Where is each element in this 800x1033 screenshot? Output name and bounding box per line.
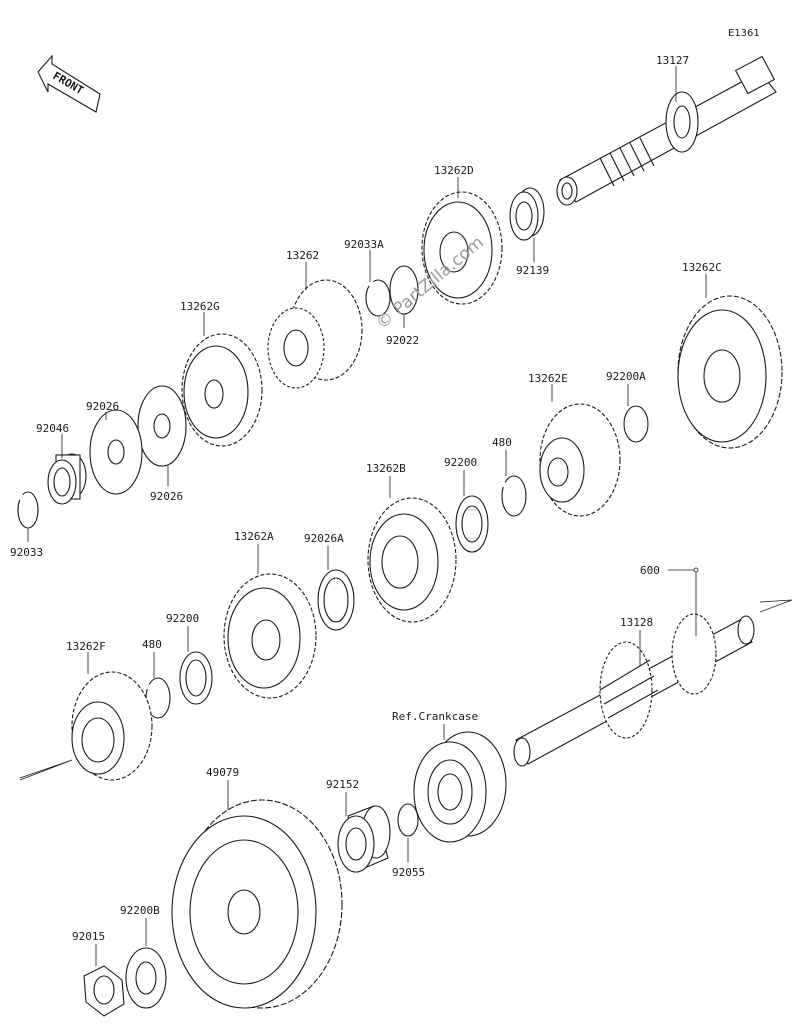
- leader-dot: [693, 567, 699, 573]
- diagram-code: E1361: [728, 28, 760, 39]
- label-13128[interactable]: 13128: [620, 616, 653, 629]
- front-arrow-icon: FRONT: [37, 54, 101, 113]
- washer-92200A[interactable]: [623, 405, 649, 443]
- washer-92200-low-hole: [185, 659, 207, 697]
- collar-92152[interactable]: [337, 805, 391, 873]
- label-92152[interactable]: 92152: [326, 778, 359, 791]
- label-92033A[interactable]: 92033A: [344, 238, 384, 251]
- shaft-13128[interactable]: [513, 613, 755, 767]
- label-92046[interactable]: 92046: [36, 422, 69, 435]
- label-ref-crankcase[interactable]: Ref.Crankcase: [392, 710, 478, 723]
- label-92026-top[interactable]: 92026: [86, 400, 119, 413]
- label-13262D[interactable]: 13262D: [434, 164, 474, 177]
- label-13262G[interactable]: 13262G: [180, 300, 220, 313]
- label-92139[interactable]: 92139: [516, 264, 549, 277]
- label-92033[interactable]: 92033: [10, 546, 43, 559]
- gear-13262G[interactable]: [181, 333, 263, 447]
- label-13262C[interactable]: 13262C: [682, 261, 722, 274]
- label-600[interactable]: 600: [640, 564, 660, 577]
- lock-washer-92200B[interactable]: [125, 947, 167, 1009]
- gear-13262D[interactable]: [421, 191, 503, 305]
- needle-bearing-92046[interactable]: [47, 453, 87, 505]
- circlip-92033A[interactable]: [365, 279, 391, 317]
- label-480-low[interactable]: 480: [142, 638, 162, 651]
- bushing-92139[interactable]: [509, 187, 545, 241]
- washer-92200-mid-hole: [461, 505, 483, 543]
- label-13262F[interactable]: 13262F: [66, 640, 106, 653]
- label-92026A[interactable]: 92026A: [304, 532, 344, 545]
- label-13127[interactable]: 13127: [656, 54, 689, 67]
- ring-480-top[interactable]: [501, 475, 527, 517]
- sprocket-49079[interactable]: [171, 799, 343, 1009]
- bearing-ref-crankcase[interactable]: [413, 731, 507, 843]
- label-49079[interactable]: 49079: [206, 766, 239, 779]
- label-92200-low[interactable]: 92200: [166, 612, 199, 625]
- label-92200A[interactable]: 92200A: [606, 370, 646, 383]
- leader-lines: [27, 66, 707, 966]
- label-92200B[interactable]: 92200B: [120, 904, 160, 917]
- label-92055[interactable]: 92055: [392, 866, 425, 879]
- gear-13262A[interactable]: [223, 573, 317, 699]
- label-13262B[interactable]: 13262B: [366, 462, 406, 475]
- label-13262[interactable]: 13262: [286, 249, 319, 262]
- gear-13262C[interactable]: [677, 295, 783, 449]
- shaft-13127[interactable]: [556, 55, 777, 206]
- o-ring-92055[interactable]: [397, 803, 419, 837]
- washer-92026-b-hole: [107, 439, 125, 465]
- label-13262A[interactable]: 13262A: [234, 530, 274, 543]
- nut-92015[interactable]: [83, 965, 125, 1017]
- washer-92026A-hole: [323, 577, 349, 623]
- label-92026-bottom[interactable]: 92026: [150, 490, 183, 503]
- label-92022[interactable]: 92022: [386, 334, 419, 347]
- washer-92026-a-hole: [153, 413, 171, 439]
- gear-13262B[interactable]: [367, 497, 457, 623]
- circlip-92033[interactable]: [17, 491, 39, 529]
- label-13262E[interactable]: 13262E: [528, 372, 568, 385]
- gear-13262[interactable]: [267, 279, 363, 389]
- label-92015[interactable]: 92015: [72, 930, 105, 943]
- gear-13262E[interactable]: [539, 403, 621, 517]
- label-480-top[interactable]: 480: [492, 436, 512, 449]
- gear-13262F[interactable]: [71, 671, 153, 781]
- label-92200-mid[interactable]: 92200: [444, 456, 477, 469]
